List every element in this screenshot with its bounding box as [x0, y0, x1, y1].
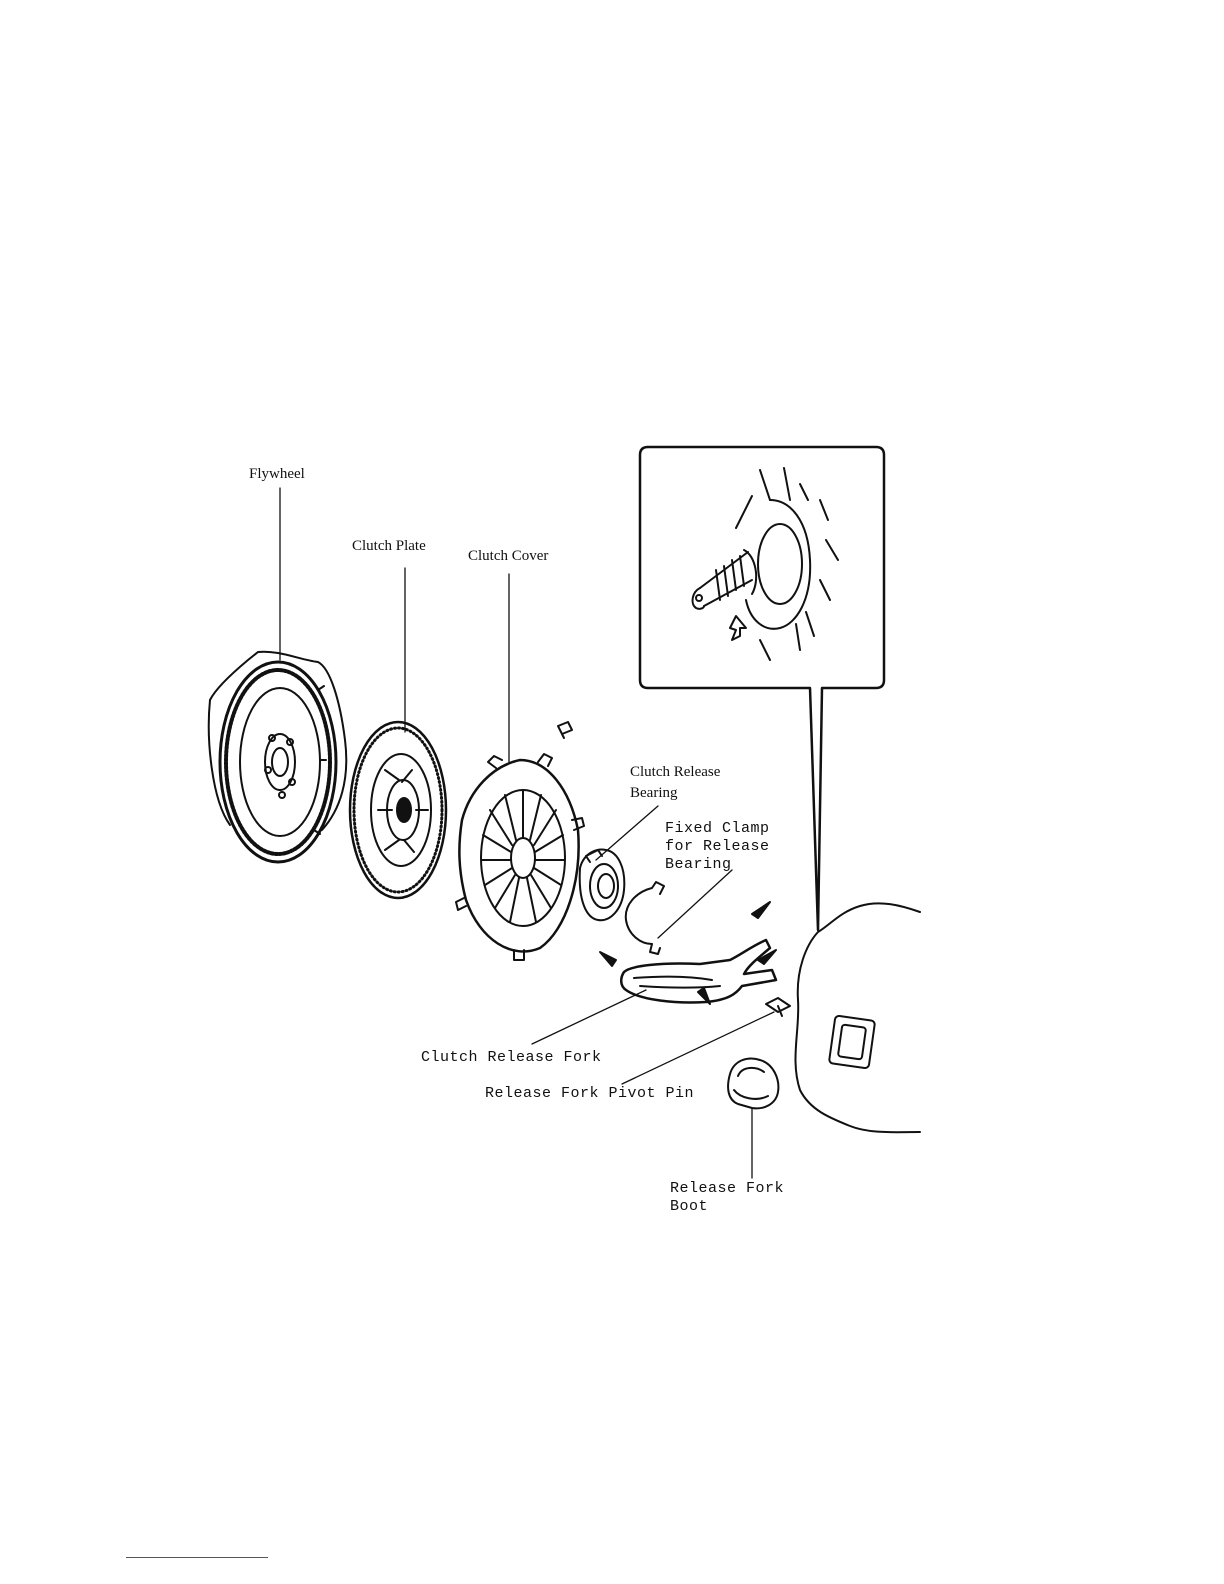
clutch-cover-part — [456, 722, 584, 960]
pivot-pin-part — [766, 998, 790, 1016]
label-fixed-clamp-line2: for Release — [665, 838, 770, 856]
label-clutch-plate: Clutch Plate — [352, 538, 426, 555]
fixed-clamp-part — [626, 882, 664, 954]
label-release-bearing-line1: Clutch Release — [630, 764, 720, 781]
label-pivot-pin: Release Fork Pivot Pin — [485, 1085, 694, 1103]
release-bearing-part — [580, 850, 625, 921]
footnote-separator — [126, 1557, 268, 1558]
label-release-bearing-line2: Bearing — [630, 785, 677, 802]
label-fixed-clamp-line1: Fixed Clamp — [665, 820, 770, 838]
label-fork-boot-line1: Release Fork — [670, 1180, 784, 1198]
label-clutch-cover: Clutch Cover — [468, 548, 548, 565]
flywheel-part — [209, 652, 346, 862]
label-fork-boot-line2: Boot — [670, 1198, 708, 1216]
label-release-fork: Clutch Release Fork — [421, 1049, 602, 1067]
clutch-plate-part — [350, 722, 446, 898]
transmission-housing-part — [795, 903, 920, 1132]
label-flywheel: Flywheel — [249, 466, 305, 483]
fork-boot-part — [728, 1059, 778, 1109]
label-fixed-clamp-line3: Bearing — [665, 856, 732, 874]
